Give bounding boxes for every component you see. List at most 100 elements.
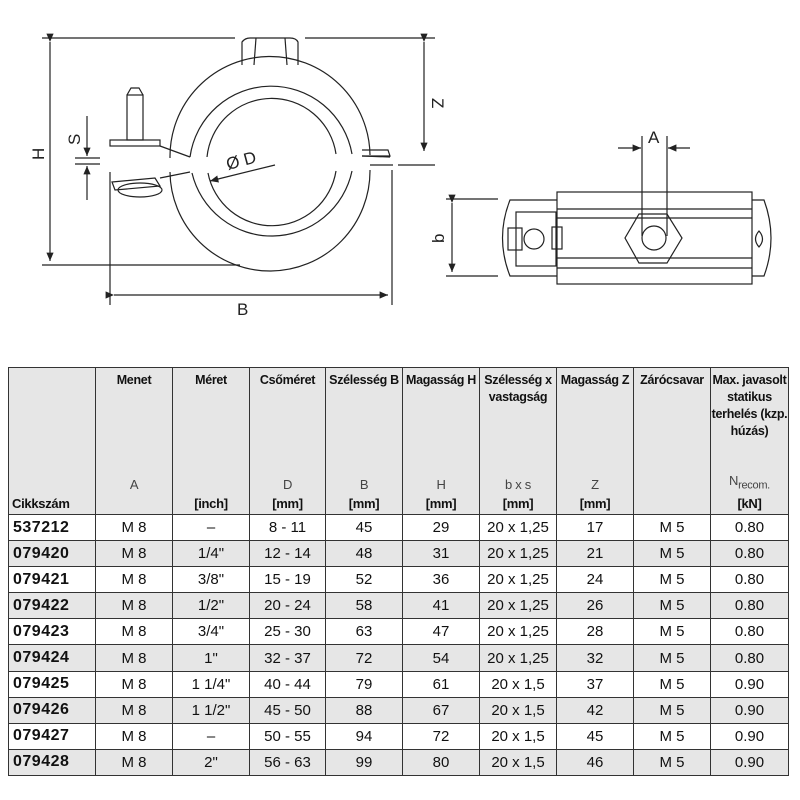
table-cell: M 5 [633, 670, 711, 698]
table-cell: 20 x 1,25 [479, 644, 557, 672]
table-cell: 52 [325, 566, 403, 594]
symbol-text: N [729, 473, 739, 489]
table-cell: 0.80 [710, 644, 789, 672]
symbol-text: A [129, 477, 139, 492]
table-cell: 0.80 [710, 513, 789, 542]
table-cell: 63 [325, 618, 403, 646]
table-cell: 29 [402, 513, 480, 542]
table-cell: 88 [325, 696, 403, 724]
table-cell: 45 - 50 [249, 696, 326, 724]
column-symbol: D [250, 477, 325, 492]
column-header: Méret[inch] [172, 367, 250, 515]
column-header: Cikkszám [8, 367, 96, 515]
article-number-cell: 079428 [8, 748, 96, 776]
article-number-cell: 079421 [8, 566, 96, 594]
table-cell: 17 [556, 513, 634, 542]
symbol-text: H [436, 477, 446, 492]
table-cell: M 5 [633, 696, 711, 724]
table-cell: 46 [556, 748, 634, 776]
table-cell: 56 - 63 [249, 748, 326, 776]
table-cell: M 5 [633, 644, 711, 672]
table-cell: 72 [325, 644, 403, 672]
table-cell: 20 x 1,25 [479, 592, 557, 620]
column-title [9, 368, 95, 372]
table-cell: 79 [325, 670, 403, 698]
table-cell: M 8 [95, 618, 173, 646]
table-cell: 40 - 44 [249, 670, 326, 698]
table-cell: 0.90 [710, 670, 789, 698]
column-unit: Cikkszám [12, 496, 70, 511]
column-symbol: Z [557, 477, 633, 492]
column-unit: [mm] [348, 496, 380, 511]
table-cell: M 8 [95, 748, 173, 776]
table-cell: 20 x 1,25 [479, 540, 557, 568]
table-cell: 12 - 14 [249, 540, 326, 568]
table-cell: 24 [556, 566, 634, 594]
table-cell: 1 1/2" [172, 696, 250, 724]
article-number-cell: 079423 [8, 618, 96, 646]
table-cell: M 8 [95, 540, 173, 568]
column-header: Magasság Z Z [mm] [556, 367, 634, 515]
column-symbol: B [326, 477, 402, 492]
symbol-text: B [359, 477, 369, 492]
table-cell: M 5 [633, 618, 711, 646]
dim-label-a: A [648, 128, 660, 147]
dim-label-b-width: B [237, 300, 248, 319]
column-header: Zárócsavar [633, 367, 711, 515]
table-cell: 45 [325, 513, 403, 542]
symbol-text: D [282, 477, 293, 492]
column-title: Méret [195, 373, 227, 387]
table-cell: 54 [402, 644, 480, 672]
table-cell: 58 [325, 592, 403, 620]
table-cell: 94 [325, 722, 403, 750]
column-title: Max. javasolt statikus terhelés (kzp. hú… [711, 373, 788, 438]
column-unit: [mm] [425, 496, 457, 511]
table-cell: M 8 [95, 670, 173, 698]
table-cell: M 8 [95, 592, 173, 620]
table-cell: M 5 [633, 592, 711, 620]
column-symbol: H [403, 477, 479, 492]
table-cell: 61 [402, 670, 480, 698]
column-unit: [mm] [272, 496, 303, 511]
dim-label-h: H [29, 148, 48, 160]
column-symbol: A [96, 477, 172, 492]
table-cell: 0.90 [710, 748, 789, 776]
column-title: Szélesség B [329, 373, 399, 387]
table-cell: M 5 [633, 748, 711, 776]
symbol-text: b x s [505, 477, 531, 492]
table-cell: 72 [402, 722, 480, 750]
column-unit: [kN] [737, 496, 762, 511]
table-cell: 0.90 [710, 696, 789, 724]
dim-label-z: Z [428, 98, 447, 108]
table-cell: 3/8" [172, 566, 250, 594]
column-header: Max. javasolt statikus terhelés (kzp. hú… [710, 367, 789, 515]
side-view [42, 33, 435, 305]
table-cell: 37 [556, 670, 634, 698]
table-cell: 67 [402, 696, 480, 724]
table-cell: 20 x 1,25 [479, 513, 557, 542]
article-number-cell: 079426 [8, 696, 96, 724]
table-cell: M 5 [633, 513, 711, 542]
column-title: Csőméret [259, 373, 316, 387]
column-title: Zárócsavar [640, 373, 704, 387]
table-cell: 20 x 1,25 [479, 566, 557, 594]
table-cell: 1/2" [172, 592, 250, 620]
table-cell: 41 [402, 592, 480, 620]
table-cell: 20 x 1,5 [479, 670, 557, 698]
table-cell: M 8 [95, 696, 173, 724]
table-cell: 15 - 19 [249, 566, 326, 594]
table-cell: 26 [556, 592, 634, 620]
column-unit: [mm] [579, 496, 611, 511]
article-number-cell: 079425 [8, 670, 96, 698]
column-title: Magasság Z [560, 373, 630, 387]
